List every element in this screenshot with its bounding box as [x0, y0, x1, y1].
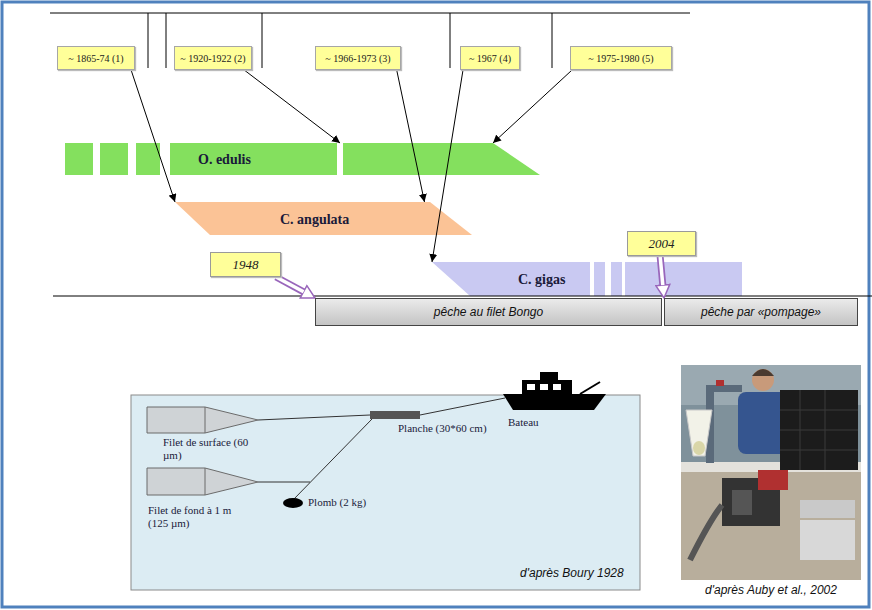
- timeline-ticks: [148, 13, 552, 68]
- label-slot: d'après Auby et al., 2002: [679, 583, 863, 597]
- arrow-line: [244, 70, 340, 143]
- band-segment: [136, 143, 160, 175]
- species-band: C. gigas: [432, 262, 742, 296]
- band-segment: [65, 143, 93, 175]
- source-note: d'après Auby et al., 2002: [679, 583, 863, 597]
- surface-net: [147, 407, 258, 433]
- label-slot: Bateau: [508, 416, 539, 429]
- lead-weight: [283, 498, 303, 508]
- label-slot: Plomb (2 kg): [308, 496, 366, 509]
- year-text: 2004: [649, 236, 675, 252]
- photo: [681, 365, 861, 580]
- part-label: Filet de fond à 1 m (125 µm): [148, 504, 248, 530]
- date-box: ~ 1865-74 (1): [57, 46, 135, 70]
- arrow-inner: [660, 256, 663, 285]
- bottom-net: [147, 468, 258, 495]
- band-segment: [175, 202, 472, 235]
- date-arrow: [131, 70, 175, 202]
- date-text: ~ 1865-74 (1): [68, 53, 123, 64]
- tow-line: [420, 398, 505, 415]
- tow-line: [258, 415, 370, 420]
- species-name: O. edulis: [198, 144, 251, 176]
- method-text: pêche au filet Bongo: [434, 305, 543, 319]
- species-name: C. gigas: [518, 263, 565, 297]
- band-segment: [432, 262, 742, 296]
- year-box: 2004: [627, 231, 696, 256]
- species-band: O. edulis: [65, 143, 540, 175]
- timeline-axis: [50, 13, 690, 14]
- date-box: ~ 1967 (4): [460, 46, 520, 70]
- band-segment: [343, 143, 540, 175]
- method-box: pêche par «pompage»: [664, 298, 858, 326]
- period-arrow: [660, 256, 663, 285]
- method-box: pêche au filet Bongo: [315, 298, 662, 326]
- date-box: ~ 1966-1973 (3): [315, 46, 401, 70]
- weight-line: [293, 419, 372, 500]
- label-slot: Planche (30*60 cm): [398, 422, 487, 435]
- band-segment: [170, 143, 337, 175]
- part-label: Bateau: [508, 416, 539, 429]
- date-text: ~ 1975-1980 (5): [588, 53, 653, 64]
- band-shape: [432, 262, 742, 296]
- arrow-outline: [276, 277, 304, 292]
- plank: [370, 411, 420, 419]
- species-name: C. angulata: [280, 203, 349, 236]
- band-gap: [622, 262, 625, 296]
- band-gap: [605, 262, 611, 296]
- band-gap: [590, 262, 594, 296]
- date-box: ~ 1920-1922 (2): [174, 46, 252, 70]
- net-ring: [205, 407, 206, 433]
- date-arrow: [493, 70, 572, 143]
- species-band: C. angulata: [175, 202, 472, 235]
- label-slot: Filet de surface (60 µm): [163, 436, 258, 462]
- period-arrow: [276, 277, 304, 292]
- year-text: 1948: [233, 257, 259, 273]
- date-text: ~ 1966-1973 (3): [325, 53, 390, 64]
- date-arrow: [397, 70, 425, 202]
- net-ring: [205, 468, 206, 495]
- label-slot: d'après Boury 1928: [520, 566, 624, 580]
- part-label: Filet de surface (60 µm): [163, 436, 258, 462]
- time-axis: [53, 296, 872, 297]
- arrow-outline: [660, 256, 663, 285]
- date-arrow: [244, 70, 340, 143]
- arrow-line: [131, 70, 175, 202]
- band-shape: [65, 143, 540, 175]
- arrow-inner: [276, 277, 304, 292]
- date-text: ~ 1920-1922 (2): [180, 53, 245, 64]
- part-label: Plomb (2 kg): [308, 496, 366, 509]
- schematic-panel: [131, 395, 640, 590]
- source-note: d'après Boury 1928: [520, 566, 624, 580]
- tow-line: [258, 482, 310, 483]
- arrow-line: [493, 70, 572, 143]
- year-box: 1948: [210, 252, 281, 277]
- date-box: ~ 1975-1980 (5): [570, 46, 672, 70]
- label-slot: Filet de fond à 1 m (125 µm): [148, 504, 248, 530]
- boat-icon: [503, 372, 606, 410]
- part-label: Planche (30*60 cm): [398, 422, 487, 435]
- method-text: pêche par «pompage»: [701, 305, 821, 319]
- band-segment: [100, 143, 128, 175]
- arrow-line: [397, 70, 425, 202]
- date-text: ~ 1967 (4): [469, 53, 511, 64]
